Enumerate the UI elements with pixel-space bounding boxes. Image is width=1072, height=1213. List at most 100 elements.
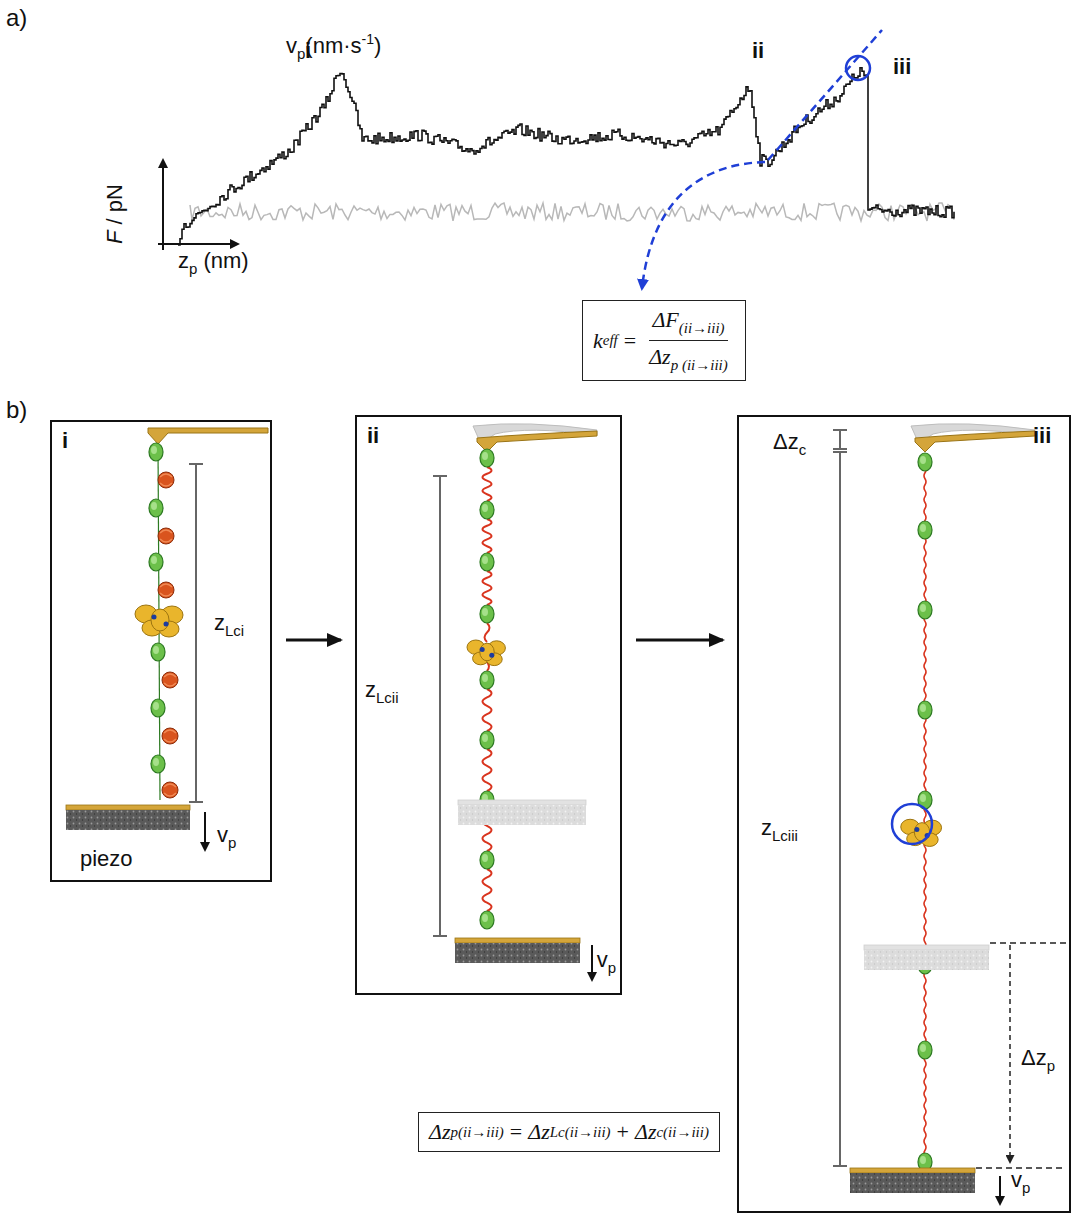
unfolded-chain bbox=[924, 455, 926, 1168]
metal-site bbox=[164, 622, 169, 627]
panel-number: i bbox=[62, 428, 68, 453]
gold-surface bbox=[455, 938, 580, 943]
folded-domain bbox=[164, 730, 176, 742]
folded-domain bbox=[164, 674, 176, 686]
text-run: zp (nm) bbox=[178, 250, 249, 276]
unfolded-chain bbox=[483, 869, 492, 911]
gold-surface bbox=[66, 805, 190, 810]
displacement-arrow bbox=[1009, 945, 1011, 1162]
green-domain bbox=[480, 911, 494, 929]
cantilever bbox=[148, 428, 268, 444]
green-domain bbox=[480, 553, 494, 571]
panel-letter: b) bbox=[6, 396, 27, 423]
unfolded-chain bbox=[483, 749, 492, 791]
text-run: Δzc bbox=[773, 431, 806, 457]
panel-number: ii bbox=[367, 423, 379, 448]
green-domain bbox=[920, 794, 926, 802]
folded-domain bbox=[160, 584, 172, 596]
piezo-stage bbox=[864, 950, 989, 970]
green-domain bbox=[918, 521, 932, 539]
folded-domain bbox=[162, 672, 178, 688]
equation-term: Lc(ii→iii) bbox=[550, 1124, 611, 1141]
stage-panel: i zLci vp piezo bbox=[50, 420, 272, 882]
text-run: iii bbox=[1033, 425, 1051, 447]
folded-domain bbox=[158, 582, 174, 598]
length-label: z bbox=[214, 610, 225, 635]
panel-letter: a) bbox=[6, 4, 27, 31]
green-domain bbox=[480, 501, 494, 519]
green-domain bbox=[920, 704, 926, 712]
state-marker: i bbox=[305, 38, 311, 63]
green-domain bbox=[920, 456, 926, 464]
green-domain bbox=[482, 556, 488, 564]
text-run: i bbox=[305, 40, 311, 62]
metal-site bbox=[152, 615, 157, 620]
green-domain bbox=[918, 1041, 932, 1059]
green-domain bbox=[918, 601, 932, 619]
length-label: c bbox=[799, 441, 807, 458]
label: -1 bbox=[362, 31, 374, 47]
rupture-circle bbox=[892, 804, 932, 844]
y-axis bbox=[162, 160, 164, 250]
green-domain bbox=[480, 671, 494, 689]
green-domain bbox=[480, 605, 494, 623]
text-run: i bbox=[62, 430, 68, 452]
unfolded-chain bbox=[483, 467, 492, 501]
text-run: vp(nm·s-1) bbox=[286, 32, 381, 61]
text-run: zLciii bbox=[761, 817, 798, 843]
green-domain bbox=[918, 701, 932, 719]
cantilever bbox=[477, 431, 597, 452]
green-domain bbox=[480, 851, 494, 869]
equation-box: keff=ΔF(ii→iii)Δzp (ii→iii) bbox=[582, 300, 746, 381]
velocity-label: v bbox=[597, 947, 608, 972]
equation-term: p (ii→iii) bbox=[671, 357, 728, 373]
length-bracket bbox=[833, 430, 847, 449]
length-label: Lcii bbox=[376, 689, 399, 706]
green-domain bbox=[482, 674, 488, 682]
folded-domain bbox=[158, 472, 174, 488]
unfolded-chain bbox=[483, 519, 492, 553]
green-domain bbox=[920, 1044, 926, 1052]
green-domain bbox=[153, 702, 159, 710]
stage-label: piezo bbox=[80, 846, 133, 871]
state-marker: iii bbox=[893, 54, 911, 79]
equation-term: + bbox=[617, 1119, 629, 1145]
fraction-part: Δzp (ii→iii) bbox=[646, 341, 731, 374]
stage-panel: iizLciivp bbox=[355, 415, 622, 995]
velocity-label: p bbox=[228, 834, 236, 851]
panel-number: iii bbox=[1033, 423, 1051, 448]
green-domain bbox=[920, 604, 926, 612]
gold-surface bbox=[850, 1168, 975, 1173]
metal-site bbox=[489, 653, 494, 658]
green-domain bbox=[482, 914, 488, 922]
text-run: zLci bbox=[214, 612, 244, 638]
equation-term: Δz bbox=[635, 1119, 656, 1145]
text-run: ii bbox=[367, 425, 379, 447]
green-domain bbox=[480, 449, 494, 467]
green-domain bbox=[482, 452, 488, 460]
piezo-stage bbox=[850, 1173, 975, 1193]
green-domain bbox=[151, 755, 165, 773]
fraction: ΔF(ii→iii)Δzp (ii→iii) bbox=[646, 307, 731, 374]
text-run: Δzp bbox=[1021, 1047, 1055, 1073]
text-run: vp bbox=[217, 824, 236, 850]
green-domain bbox=[482, 608, 488, 616]
equation-term: Δz bbox=[429, 1119, 450, 1145]
axis-label: / pN bbox=[102, 184, 127, 230]
green-domain bbox=[151, 556, 157, 564]
force-traces bbox=[178, 68, 954, 245]
folded-domain bbox=[162, 782, 178, 798]
text-run: zLcii bbox=[365, 679, 399, 705]
green-domain bbox=[482, 734, 488, 742]
green-domain bbox=[149, 443, 163, 461]
text-run: F / pN bbox=[104, 184, 126, 244]
pointer-arrow bbox=[642, 162, 765, 288]
folded-domain bbox=[158, 528, 174, 544]
label: v bbox=[286, 33, 297, 58]
equation-term: (ii→iii) bbox=[679, 320, 725, 336]
length-label: Lciii bbox=[772, 827, 798, 844]
piezo-stage bbox=[455, 943, 580, 963]
axis-label: (nm) bbox=[197, 248, 248, 273]
gold-surface bbox=[458, 800, 586, 805]
